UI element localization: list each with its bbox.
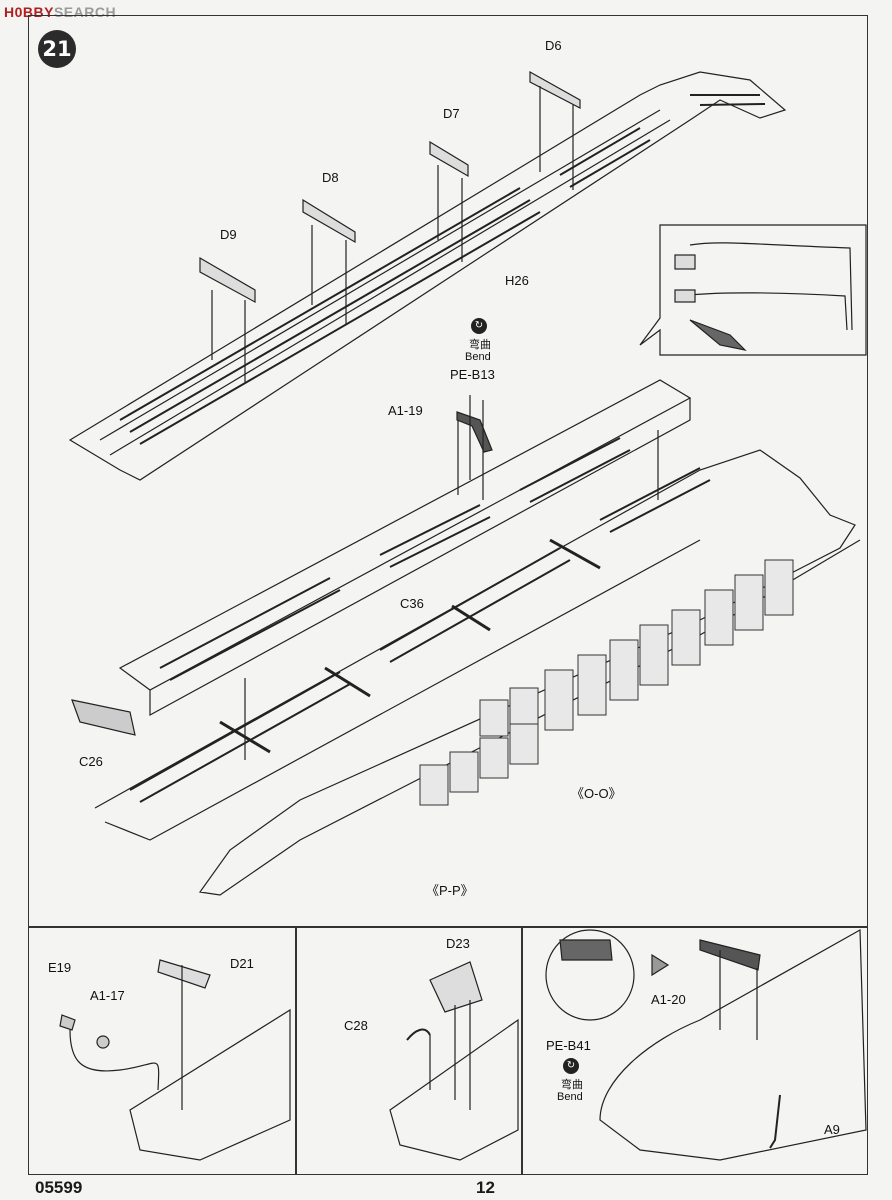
label-d8: D8 (322, 170, 339, 185)
label-bend-en-2: Bend (557, 1091, 583, 1103)
deck-h26-outline (68, 71, 787, 481)
part-d6-shape (529, 70, 581, 109)
page-number: 12 (476, 1178, 495, 1197)
detail-panel-2 (296, 927, 522, 1175)
label-d23: D23 (446, 936, 470, 951)
detail-panel-3 (522, 927, 868, 1175)
label-pe-b13: PE-B13 (450, 367, 495, 382)
label-c28: C28 (344, 1018, 368, 1033)
label-a1-19: A1-19 (388, 403, 423, 418)
detail-panel-1 (28, 927, 296, 1175)
label-o-o: 《O-O》 (571, 786, 622, 801)
label-bend-cn-2: 弯曲 (561, 1079, 583, 1091)
label-h26: H26 (505, 273, 529, 288)
label-d21: D21 (230, 956, 254, 971)
hull-outline (94, 449, 861, 896)
watermark-text: SEARCH (53, 4, 117, 20)
watermark-logo: H0BBY (4, 4, 54, 20)
watermark: H0BBYSEARCH (4, 4, 116, 20)
step-number-badge: 21 (38, 30, 76, 68)
bend-icon-2: ↻ (563, 1058, 579, 1074)
label-pe-b41: PE-B41 (546, 1038, 591, 1053)
kit-code: 05599 (35, 1178, 83, 1197)
label-d6: D6 (545, 38, 562, 53)
label-a9: A9 (824, 1122, 840, 1137)
label-d9: D9 (220, 227, 237, 242)
label-a1-17: A1-17 (90, 988, 125, 1003)
label-a1-20: A1-20 (651, 992, 686, 1007)
bend-icon: ↻ (471, 318, 487, 334)
label-c36: C36 (400, 596, 424, 611)
part-d7-shape (429, 140, 469, 178)
main-diagram-frame (28, 15, 868, 927)
label-p-p: 《P-P》 (426, 883, 474, 898)
label-c26: C26 (79, 754, 103, 769)
label-bend-cn: 弯曲 (469, 339, 491, 351)
label-bend-en: Bend (465, 351, 491, 363)
inset-detail-box (639, 224, 867, 356)
label-d7: D7 (443, 106, 460, 121)
part-d8-shape (302, 198, 356, 244)
part-d9-shape (199, 256, 256, 304)
label-e19: E19 (48, 960, 72, 975)
